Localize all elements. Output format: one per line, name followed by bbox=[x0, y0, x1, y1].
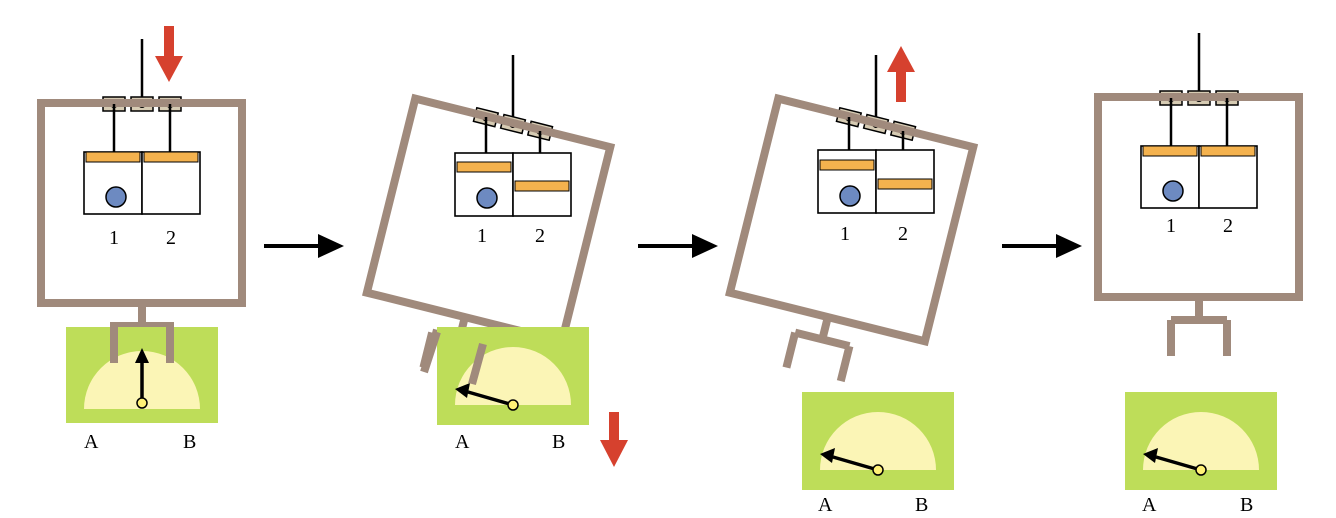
piston-plate-1 bbox=[819, 159, 875, 171]
red-arrow-down bbox=[600, 412, 628, 467]
tank-label-2: 2 bbox=[898, 223, 908, 245]
panel-4: 1 2 A B bbox=[1098, 33, 1299, 516]
meter-label-b: B bbox=[915, 494, 928, 516]
flow-arrow-2 bbox=[638, 234, 718, 258]
tank-label-1: 1 bbox=[1166, 215, 1176, 237]
meter-label-a: A bbox=[455, 431, 470, 453]
flow-arrow-1 bbox=[264, 234, 344, 258]
tank-label-2: 2 bbox=[166, 227, 176, 249]
meter-label-a: A bbox=[84, 431, 99, 453]
panel-2: 1 2 A B bbox=[362, 55, 628, 467]
tank-label-2: 2 bbox=[1223, 215, 1233, 237]
tank-label-2: 2 bbox=[535, 225, 545, 247]
meter-1 bbox=[66, 322, 218, 423]
ball bbox=[1162, 180, 1184, 202]
flow-arrow-3 bbox=[1002, 234, 1082, 258]
meter-label-a: A bbox=[1142, 494, 1157, 516]
apparatus-frame: 1 2 bbox=[41, 39, 242, 362]
piston-plate-2 bbox=[1200, 145, 1256, 157]
piston-plate-2 bbox=[143, 151, 199, 163]
piston-plate-1 bbox=[456, 161, 512, 173]
ball bbox=[476, 187, 498, 209]
piston-plate-1 bbox=[1142, 145, 1198, 157]
panel-1: 1 2 A B bbox=[41, 26, 242, 453]
red-arrow-down bbox=[155, 26, 183, 82]
tank-label-1: 1 bbox=[109, 227, 119, 249]
apparatus-frame bbox=[725, 93, 979, 383]
panel-3: 1 2 A B bbox=[725, 46, 979, 516]
ball bbox=[839, 185, 861, 207]
meter-label-b: B bbox=[552, 431, 565, 453]
tank-label-1: 1 bbox=[840, 223, 850, 245]
apparatus-frame: 1 2 bbox=[1098, 33, 1299, 356]
meter-4 bbox=[1125, 392, 1277, 490]
ball bbox=[105, 186, 127, 208]
meter-label-a: A bbox=[818, 494, 833, 516]
piston-plate-2 bbox=[877, 178, 933, 190]
meter-2 bbox=[437, 327, 589, 425]
piston-plate-2 bbox=[514, 180, 570, 192]
meter-3 bbox=[802, 392, 954, 490]
meter-label-b: B bbox=[183, 431, 196, 453]
piston-plate-1 bbox=[85, 151, 141, 163]
meter-label-b: B bbox=[1240, 494, 1253, 516]
tank-label-1: 1 bbox=[477, 225, 487, 247]
red-arrow-up bbox=[887, 46, 915, 102]
